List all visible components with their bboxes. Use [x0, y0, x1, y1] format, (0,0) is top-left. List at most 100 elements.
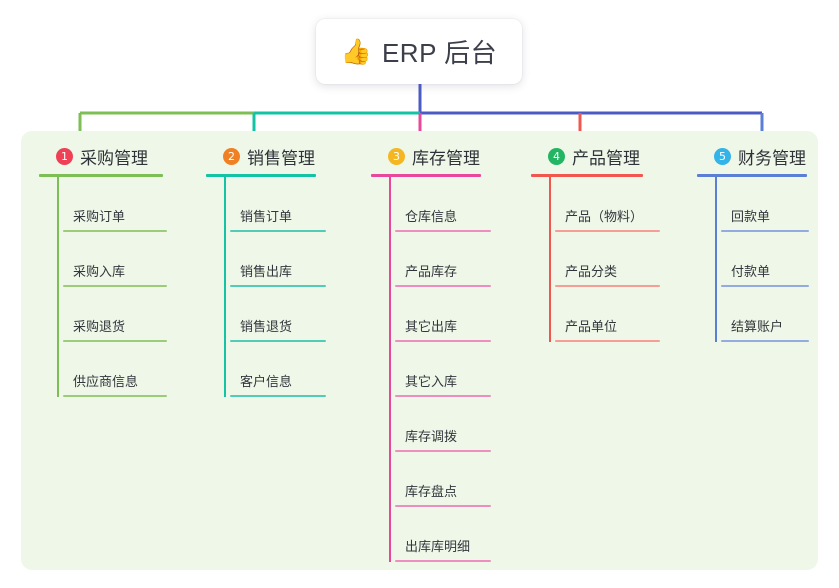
leaf-underline: [63, 230, 167, 232]
leaf-label: 仓库信息: [405, 209, 458, 224]
leaf-stem-3: [389, 177, 391, 562]
thumbs-up-icon: 👍: [340, 37, 372, 66]
leaf-label: 供应商信息: [73, 374, 139, 389]
leaf-list-1: 采购订单采购入库采购退货供应商信息: [39, 177, 187, 397]
leaf-item[interactable]: 采购订单: [63, 177, 167, 232]
leaf-stem-5: [715, 177, 717, 342]
leaf-underline: [230, 395, 326, 397]
leaf-item[interactable]: 结算账户: [721, 287, 809, 342]
leaf-item[interactable]: 销售退货: [230, 287, 326, 342]
branch-underline-2: [206, 174, 316, 177]
leaf-underline: [230, 340, 326, 342]
leaf-underline: [230, 285, 326, 287]
leaf-label: 结算账户: [731, 319, 784, 334]
branch-header-2[interactable]: 2 销售管理: [206, 144, 340, 168]
leaf-underline: [395, 340, 491, 342]
leaf-underline: [395, 285, 491, 287]
leaf-item[interactable]: 库存调拨: [395, 397, 491, 452]
leaf-label: 库存调拨: [405, 429, 458, 444]
leaf-underline: [230, 230, 326, 232]
leaf-underline: [395, 560, 491, 562]
leaf-item[interactable]: 出库库明细: [395, 507, 491, 562]
leaf-item[interactable]: 销售出库: [230, 232, 326, 287]
leaf-item[interactable]: 产品（物料）: [555, 177, 660, 232]
leaf-underline: [555, 230, 660, 232]
leaf-label: 客户信息: [240, 374, 293, 389]
leaf-item[interactable]: 产品单位: [555, 287, 660, 342]
branch-column-4[interactable]: 4 产品管理产品（物料） 产品分类产品单位: [531, 144, 671, 342]
leaf-label: 销售出库: [240, 264, 293, 279]
leaf-label: 采购入库: [73, 264, 126, 279]
branch-header-4[interactable]: 4 产品管理: [531, 144, 671, 168]
leaf-underline: [395, 230, 491, 232]
leaf-underline: [395, 395, 491, 397]
branch-underline-1: [39, 174, 163, 177]
branch-header-5[interactable]: 5 财务管理: [697, 144, 817, 168]
leaf-label: 付款单: [731, 264, 771, 279]
leaf-underline: [555, 340, 660, 342]
leaf-item[interactable]: 客户信息: [230, 342, 326, 397]
leaf-underline: [721, 230, 809, 232]
leaf-stem-4: [549, 177, 551, 342]
leaf-list-3: 仓库信息产品库存其它出库其它入库库存调拨库存盘点出库库明细: [371, 177, 505, 562]
leaf-label: 出库库明细: [405, 539, 471, 554]
branch-badge-3: 3: [388, 147, 405, 165]
leaf-item[interactable]: 销售订单: [230, 177, 326, 232]
branch-column-2[interactable]: 2 销售管理销售订单销售出库销售退货客户信息: [206, 144, 340, 397]
leaf-label: 库存盘点: [405, 484, 458, 499]
leaf-label: 采购订单: [73, 209, 126, 224]
leaf-underline: [63, 395, 167, 397]
leaf-item[interactable]: 产品库存: [395, 232, 491, 287]
branch-title-5: 财务管理: [738, 148, 806, 168]
branch-underline-5: [697, 174, 807, 177]
leaf-label: 其它入库: [405, 374, 458, 389]
leaf-item[interactable]: 其它出库: [395, 287, 491, 342]
branch-badge-2: 2: [223, 147, 240, 165]
leaf-label: 产品分类: [565, 264, 618, 279]
leaf-label: 产品单位: [565, 319, 618, 334]
leaf-label: 产品库存: [405, 264, 458, 279]
leaf-item[interactable]: 采购入库: [63, 232, 167, 287]
leaf-stem-2: [224, 177, 226, 397]
leaf-underline: [721, 285, 809, 287]
leaf-underline: [63, 285, 167, 287]
leaf-label: 产品（物料）: [565, 209, 644, 224]
leaf-underline: [63, 340, 167, 342]
leaf-underline: [555, 285, 660, 287]
leaf-label: 回款单: [731, 209, 771, 224]
leaf-stem-1: [57, 177, 59, 397]
leaf-item[interactable]: 库存盘点: [395, 452, 491, 507]
leaf-label: 销售订单: [240, 209, 293, 224]
branch-underline-3: [371, 174, 481, 177]
leaf-item[interactable]: 其它入库: [395, 342, 491, 397]
leaf-label: 采购退货: [73, 319, 126, 334]
leaf-label: 其它出库: [405, 319, 458, 334]
leaf-list-2: 销售订单销售出库销售退货客户信息: [206, 177, 340, 397]
leaf-list-5: 回款单付款单结算账户: [697, 177, 817, 342]
branch-badge-4: 4: [548, 147, 565, 165]
leaf-item[interactable]: 采购退货: [63, 287, 167, 342]
branch-badge-5: 5: [714, 147, 731, 165]
branch-title-2: 销售管理: [247, 148, 315, 168]
leaf-list-4: 产品（物料） 产品分类产品单位: [531, 177, 671, 342]
branch-column-5[interactable]: 5 财务管理回款单付款单结算账户: [697, 144, 817, 342]
leaf-underline: [395, 505, 491, 507]
leaf-label: 销售退货: [240, 319, 293, 334]
root-title: ERP 后台: [381, 38, 498, 68]
leaf-item[interactable]: 回款单: [721, 177, 809, 232]
branch-title-1: 采购管理: [80, 148, 148, 168]
leaf-underline: [721, 340, 809, 342]
branch-title-4: 产品管理: [572, 148, 640, 168]
branches-panel: [21, 131, 818, 570]
leaf-item[interactable]: 付款单: [721, 232, 809, 287]
root-node[interactable]: 👍 ERP 后台: [316, 19, 522, 84]
leaf-item[interactable]: 仓库信息: [395, 177, 491, 232]
leaf-item[interactable]: 供应商信息: [63, 342, 167, 397]
leaf-item[interactable]: 产品分类: [555, 232, 660, 287]
leaf-underline: [395, 450, 491, 452]
